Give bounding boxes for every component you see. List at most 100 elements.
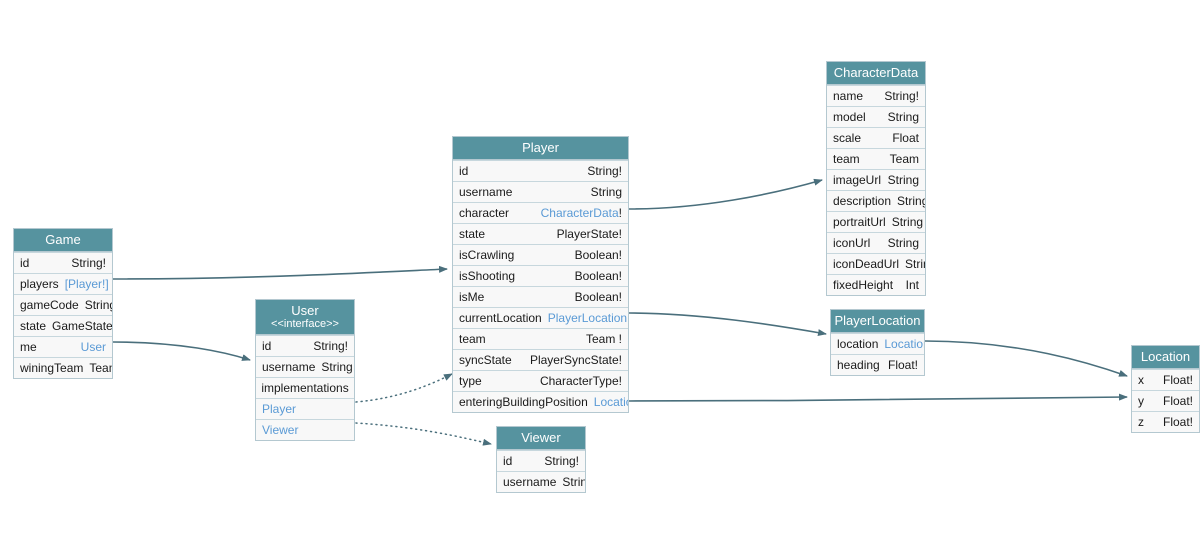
- field-name: id: [503, 453, 513, 468]
- field-row[interactable]: team Team: [827, 148, 925, 169]
- entity-viewer-title: Viewer: [497, 427, 585, 450]
- field-name: iconDeadUrl: [833, 256, 900, 271]
- field-type: String: [891, 214, 924, 229]
- field-row[interactable]: iconUrl String: [827, 232, 925, 253]
- field-row[interactable]: username String: [256, 356, 354, 377]
- field-row[interactable]: id String!: [497, 450, 585, 471]
- field-row[interactable]: character CharacterData!: [453, 202, 628, 223]
- entity-game-title: Game: [14, 229, 112, 252]
- field-row[interactable]: isMe Boolean!: [453, 286, 628, 307]
- edge-game-players-to-player: [112, 265, 448, 280]
- field-row[interactable]: players [Player!]: [14, 273, 112, 294]
- field-type: PlayerState!: [556, 226, 622, 241]
- field-name: imageUrl: [833, 172, 882, 187]
- field-row[interactable]: state PlayerState!: [453, 223, 628, 244]
- field-row[interactable]: team Team !: [453, 328, 628, 349]
- field-name: x: [1138, 372, 1144, 387]
- field-name: id: [20, 255, 30, 270]
- field-name: currentLocation: [459, 310, 542, 325]
- field-name: fixedHeight: [833, 277, 894, 292]
- field-row[interactable]: id String!: [256, 335, 354, 356]
- entity-user[interactable]: User <<interface>> id String! username S…: [255, 299, 355, 441]
- field-row[interactable]: me User: [14, 336, 112, 357]
- field-row[interactable]: model String: [827, 106, 925, 127]
- edge-player-currentlocation-to-playerlocation: [628, 312, 827, 337]
- field-row[interactable]: username String: [453, 181, 628, 202]
- field-row[interactable]: location Location!: [831, 333, 924, 354]
- implementation-item-viewer[interactable]: Viewer: [256, 419, 354, 440]
- field-type[interactable]: PlayerLocation!: [547, 310, 628, 325]
- field-type[interactable]: User: [80, 339, 106, 354]
- field-row[interactable]: enteringBuildingPosition Location: [453, 391, 628, 412]
- field-name: model: [833, 109, 866, 124]
- edge-user-implements-viewer: [355, 422, 492, 446]
- field-row[interactable]: winingTeam Team: [14, 357, 112, 378]
- field-name: name: [833, 88, 864, 103]
- field-type-link[interactable]: CharacterData: [540, 205, 619, 220]
- implementation-name[interactable]: Viewer: [262, 422, 299, 437]
- field-type[interactable]: Location: [593, 394, 628, 409]
- field-row[interactable]: fixedHeight Int: [827, 274, 925, 295]
- field-type: Int: [905, 277, 919, 292]
- edge-player-character-to-characterdata: [628, 178, 823, 210]
- field-type: Float: [892, 130, 919, 145]
- implementation-item-player[interactable]: Player: [256, 398, 354, 419]
- field-type: String!: [587, 163, 622, 178]
- field-type: Float!: [1162, 393, 1193, 408]
- entity-player-title: Player: [453, 137, 628, 160]
- entity-character-data-title: CharacterData: [827, 62, 925, 85]
- entity-user-name: User: [291, 303, 319, 318]
- field-name: location: [837, 336, 879, 351]
- field-row[interactable]: z Float!: [1132, 411, 1199, 432]
- implementation-name[interactable]: Player: [262, 401, 297, 416]
- field-type: Team !: [585, 331, 622, 346]
- field-type: Team: [889, 151, 919, 166]
- field-row[interactable]: isShooting Boolean!: [453, 265, 628, 286]
- field-row[interactable]: name String!: [827, 85, 925, 106]
- field-row[interactable]: syncState PlayerSyncState!: [453, 349, 628, 370]
- field-type: Team: [89, 360, 112, 375]
- field-type: String: [887, 235, 919, 250]
- entity-game[interactable]: Game id String! players [Player!] gameCo…: [13, 228, 113, 379]
- entity-user-stereotype: <<interface>>: [271, 318, 339, 330]
- field-row[interactable]: username String: [497, 471, 585, 492]
- field-name: iconUrl: [833, 235, 871, 250]
- field-row[interactable]: gameCode String!: [14, 294, 112, 315]
- field-row[interactable]: state GameState!: [14, 315, 112, 336]
- field-name: state: [20, 318, 47, 333]
- field-row[interactable]: heading Float!: [831, 354, 924, 375]
- field-type: Boolean!: [574, 247, 622, 262]
- field-type: Boolean!: [574, 289, 622, 304]
- field-type[interactable]: [Player!]: [64, 276, 109, 291]
- field-row[interactable]: portraitUrl String: [827, 211, 925, 232]
- entity-player[interactable]: Player id String! username String charac…: [452, 136, 629, 413]
- field-row[interactable]: currentLocation PlayerLocation!: [453, 307, 628, 328]
- entity-location[interactable]: Location x Float! y Float! z Float!: [1131, 345, 1200, 433]
- field-type: String: [905, 256, 925, 271]
- field-type: String: [562, 474, 585, 489]
- field-row[interactable]: scale Float: [827, 127, 925, 148]
- field-type: String: [887, 109, 919, 124]
- field-row[interactable]: imageUrl String: [827, 169, 925, 190]
- field-row[interactable]: iconDeadUrl String: [827, 253, 925, 274]
- implementations-header: implementations: [256, 377, 354, 398]
- field-row[interactable]: y Float!: [1132, 390, 1199, 411]
- entity-location-title: Location: [1132, 346, 1199, 369]
- field-type[interactable]: Location!: [884, 336, 924, 351]
- field-type-link[interactable]: PlayerLocation: [547, 310, 628, 325]
- edge-playerlocation-location-to-location: [924, 340, 1128, 377]
- field-row[interactable]: description String: [827, 190, 925, 211]
- field-row[interactable]: isCrawling Boolean!: [453, 244, 628, 265]
- entity-player-location[interactable]: PlayerLocation location Location! headin…: [830, 309, 925, 376]
- field-name: id: [459, 163, 469, 178]
- field-type: String!: [71, 255, 106, 270]
- field-row[interactable]: id String!: [453, 160, 628, 181]
- field-row[interactable]: id String!: [14, 252, 112, 273]
- entity-viewer[interactable]: Viewer id String! username String: [496, 426, 586, 493]
- field-row[interactable]: x Float!: [1132, 369, 1199, 390]
- field-row[interactable]: type CharacterType!: [453, 370, 628, 391]
- field-name: winingTeam: [20, 360, 84, 375]
- entity-character-data[interactable]: CharacterData name String! model String …: [826, 61, 926, 296]
- field-type: Float!: [887, 357, 918, 372]
- field-type[interactable]: CharacterData!: [540, 205, 622, 220]
